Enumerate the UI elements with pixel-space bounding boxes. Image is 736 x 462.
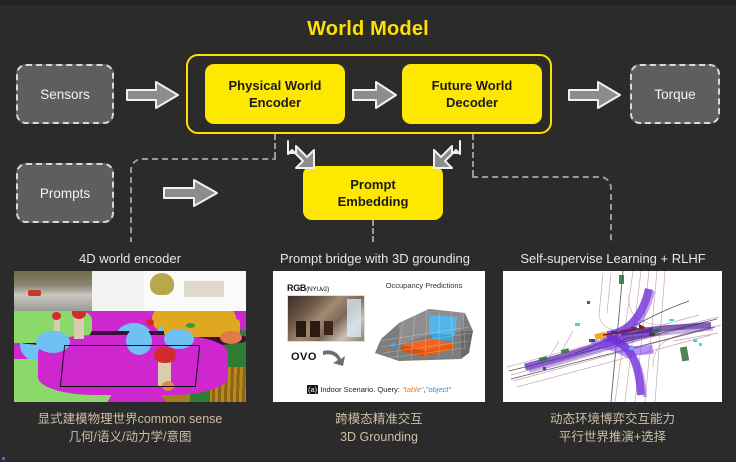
caption-prompt-bridge: Prompt bridge with 3D grounding xyxy=(279,251,471,266)
dash-elbow-right xyxy=(472,176,612,242)
arrow-sensors-to-encoder-icon xyxy=(126,80,180,110)
seg-pole-1 xyxy=(54,317,60,331)
dash-encoder-stub xyxy=(274,134,276,158)
zh-caption-figure-1-line1: 显式建模物理世界common sense xyxy=(37,412,223,426)
seg-blob-7 xyxy=(186,323,195,328)
seg-blob-1 xyxy=(36,331,70,353)
caption-self-supervise: Self-supervise Learning + RLHF xyxy=(520,251,706,266)
seg-rgb-photo-right xyxy=(144,271,246,311)
arrow-decoder-to-torque-icon xyxy=(568,80,622,110)
seg-blob-4 xyxy=(220,331,242,344)
thumb-chair-3 xyxy=(324,321,333,335)
future-world-decoder-box[interactable]: Future World Decoder xyxy=(402,64,542,124)
encoder-label-line1: Physical World xyxy=(228,77,322,93)
arrow-embedding-to-decoder-icon xyxy=(432,139,462,171)
seg-photo-building xyxy=(184,281,224,297)
thumb-window xyxy=(347,299,361,337)
seg-photo-tree xyxy=(150,273,174,295)
seg-blob-6 xyxy=(146,319,154,326)
query-table: "table" xyxy=(401,385,424,394)
arrow-encoder-to-embedding-icon xyxy=(286,139,316,171)
ovo-method-label: OVO xyxy=(291,351,317,363)
prompt-embedding-box[interactable]: Prompt Embedding xyxy=(303,166,443,220)
decoder-label-line1: Future World xyxy=(431,77,513,93)
seg-pedestrian-head-2 xyxy=(154,347,176,363)
corner-artifact-pixel xyxy=(2,457,5,460)
trajectory-canvas xyxy=(503,271,722,402)
seg-pedestrian-2 xyxy=(158,357,171,387)
seg-pedestrian-1 xyxy=(74,313,84,339)
dash-elbow-left xyxy=(130,158,276,242)
zh-caption-figure-3-line1: 动态环境博弈交互能力 xyxy=(549,412,675,426)
page-title: World Model xyxy=(307,18,429,40)
prompt-embedding-label-line2: Embedding xyxy=(337,194,409,209)
rgb-thumbnail xyxy=(287,295,365,342)
dash-decoder-stub xyxy=(472,134,474,176)
thumb-chair-2 xyxy=(310,321,320,337)
zh-caption-figure-3: 动态环境博弈交互能力 平行世界推演+选择 xyxy=(503,410,722,446)
zh-caption-figure-1: 显式建模物理世界common sense 几何/语义/动力学/意图 xyxy=(4,410,256,446)
seg-photo-sky xyxy=(92,271,144,311)
caption-4d-world-encoder: 4D world encoder xyxy=(79,251,181,266)
arrow-prompts-to-embedding-icon xyxy=(163,178,219,208)
occupancy-voxel-render xyxy=(369,301,479,369)
arrow-encoder-to-decoder-icon xyxy=(352,80,398,110)
query-separator: , xyxy=(423,385,426,394)
ovo-figure-caption: (a) Indoor Scenario. Query: "table","obj… xyxy=(273,385,485,394)
zh-caption-figure-3-line2: 平行世界推演+选择 xyxy=(558,430,667,445)
caption-body: Indoor Scenario. Query: xyxy=(318,385,402,394)
seg-pole-head-1 xyxy=(52,312,61,320)
zh-caption-figure-2: 跨模态精准交互 3D Grounding xyxy=(273,410,485,446)
torque-label: Torque xyxy=(654,86,696,102)
world-model-container xyxy=(186,54,552,134)
seg-rgb-photo-left xyxy=(14,271,144,311)
seg-blob-3 xyxy=(164,329,194,349)
ovo-arrow-icon xyxy=(321,347,347,374)
occupancy-predictions-title: Occupancy Predictions xyxy=(385,281,463,290)
rgb-label: RGB xyxy=(287,283,307,293)
seg-blob-5 xyxy=(162,381,174,391)
figure-traffic-trajectory-prediction[interactable] xyxy=(503,271,722,402)
top-edge-strip xyxy=(0,0,736,5)
prompt-embedding-label-line1: Prompt xyxy=(350,176,396,192)
dash-embedding-stub xyxy=(372,220,374,242)
decoder-label-line2: Decoder xyxy=(445,95,499,110)
thumb-chair-1 xyxy=(296,321,306,337)
physical-world-encoder-box[interactable]: Physical World Encoder xyxy=(205,64,345,124)
caption-index-label: (a) xyxy=(307,385,319,394)
torque-box[interactable]: Torque xyxy=(630,64,720,124)
seg-blob-2 xyxy=(126,327,152,355)
prompts-label: Prompts xyxy=(39,185,91,201)
zh-caption-figure-1-line2: 几何/语义/动力学/意图 xyxy=(68,430,192,445)
zh-caption-figure-2-line1: 跨模态精准交互 xyxy=(335,412,423,426)
sensors-box[interactable]: Sensors xyxy=(16,64,114,124)
seg-bbox-1 xyxy=(59,345,201,387)
rgb-dataset-label: (NYUv2) xyxy=(306,286,329,293)
seg-photo-car xyxy=(28,290,41,296)
figure-semantic-occupancy-scene[interactable] xyxy=(14,271,246,402)
figure-ovo-occupancy-prediction[interactable]: RGB(NYUv2) OVO Occupancy Predictions xyxy=(273,271,485,402)
sensors-label: Sensors xyxy=(40,86,90,102)
ovo-panel: RGB(NYUv2) OVO Occupancy Predictions xyxy=(273,271,485,402)
rgb-label-group: RGB(NYUv2) xyxy=(287,283,329,293)
encoder-label-line2: Encoder xyxy=(248,95,301,110)
zh-caption-figure-2-line2: 3D Grounding xyxy=(340,430,418,445)
prompts-box[interactable]: Prompts xyxy=(16,163,114,223)
query-object: "object" xyxy=(425,385,451,394)
